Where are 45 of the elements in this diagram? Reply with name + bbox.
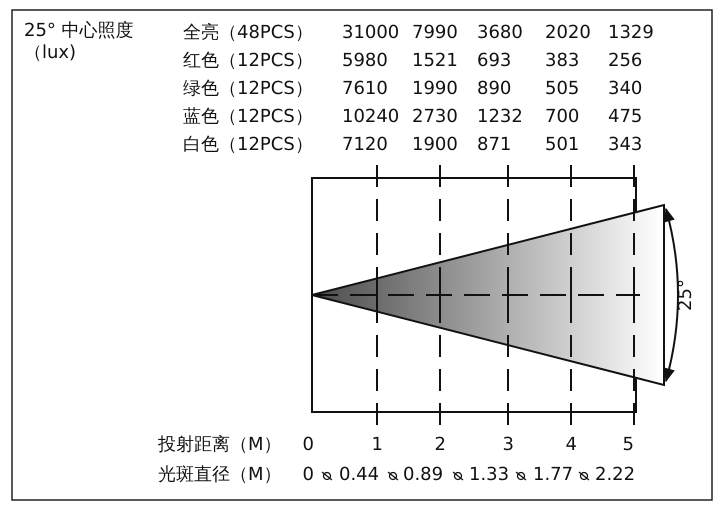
distance-value: 2 xyxy=(434,434,446,456)
illuminance-value: 5980 xyxy=(342,50,388,72)
heading-text: 25° 中心照度（lux) xyxy=(24,20,135,64)
diameter-value: 0 xyxy=(302,464,314,486)
diameter-value: 1.33 xyxy=(469,464,510,486)
illuminance-value: 475 xyxy=(608,106,642,128)
illuminance-value: 505 xyxy=(545,78,580,100)
illuminance-value: 31000 xyxy=(342,22,400,44)
illuminance-value: 7120 xyxy=(342,134,388,156)
row-label: 白色（12PCS） xyxy=(183,134,313,156)
illuminance-value: 2020 xyxy=(545,22,591,44)
illuminance-value: 1329 xyxy=(608,22,654,44)
illuminance-value: 1232 xyxy=(477,106,523,128)
illuminance-value: 1900 xyxy=(412,134,458,156)
diameter-value: 2.22 xyxy=(595,464,636,486)
illuminance-value: 890 xyxy=(477,78,512,100)
illuminance-value: 10240 xyxy=(342,106,400,128)
distance-value: 0 xyxy=(302,434,314,456)
illuminance-value: 871 xyxy=(477,134,512,156)
illuminance-value: 1521 xyxy=(412,50,458,72)
distance-value: 1 xyxy=(372,434,383,456)
axis-title: 投射距离（M） xyxy=(158,434,282,456)
distance-value: 5 xyxy=(622,434,634,456)
diameter-value: 1.77 xyxy=(533,464,574,486)
row-label: 蓝色（12PCS） xyxy=(183,106,313,128)
diameter-value: 0.44 xyxy=(339,464,380,486)
distance-value: 4 xyxy=(566,434,577,456)
row-label: 红色（12PCS） xyxy=(183,50,313,72)
illuminance-value: 501 xyxy=(545,134,580,156)
illuminance-value: 693 xyxy=(477,50,512,72)
illuminance-value: 7610 xyxy=(342,78,388,100)
diameter-value: 0.89 xyxy=(403,464,444,486)
axis-title: 光斑直径（M） xyxy=(158,464,282,486)
row-label: 绿色（12PCS） xyxy=(183,78,313,100)
illuminance-value: 1990 xyxy=(412,78,458,100)
illuminance-value: 343 xyxy=(608,134,642,156)
illuminance-value: 256 xyxy=(608,50,642,72)
illuminance-value: 7990 xyxy=(412,22,458,44)
illuminance-value: 700 xyxy=(545,106,580,128)
distance-value: 3 xyxy=(502,434,514,456)
illuminance-value: 3680 xyxy=(477,22,523,44)
row-label: 全亮（48PCS） xyxy=(183,22,313,44)
illuminance-value: 340 xyxy=(608,78,642,100)
illuminance-value: 383 xyxy=(545,50,580,72)
illuminance-value: 2730 xyxy=(412,106,458,128)
